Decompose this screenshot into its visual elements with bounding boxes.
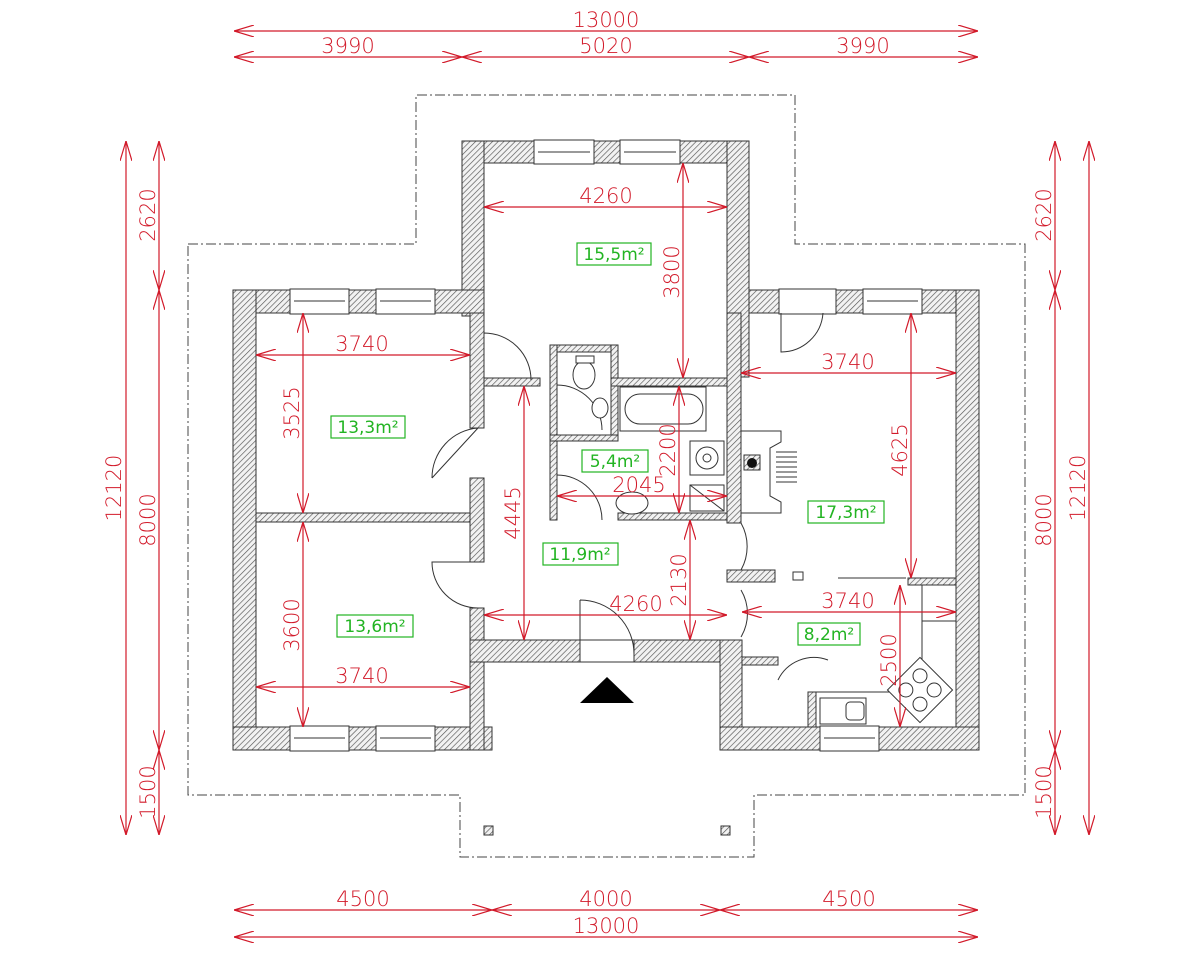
area-living-room: 17,3m²: [815, 503, 876, 523]
doors: [431, 312, 906, 681]
svg-text:4500: 4500: [822, 887, 875, 911]
svg-text:2500: 2500: [877, 633, 901, 686]
svg-text:5020: 5020: [579, 34, 632, 58]
svg-text:3800: 3800: [660, 245, 684, 298]
post-right: [720, 825, 731, 836]
svg-text:1500: 1500: [1032, 765, 1056, 818]
svg-text:2130: 2130: [667, 553, 691, 606]
svg-text:4000: 4000: [579, 887, 632, 911]
svg-text:12120: 12120: [102, 455, 126, 522]
area-kitchen: 8,2m²: [804, 625, 854, 645]
svg-text:8000: 8000: [136, 493, 160, 546]
svg-text:13000: 13000: [573, 914, 640, 938]
svg-text:3740: 3740: [335, 664, 388, 688]
svg-text:4445: 4445: [501, 486, 525, 539]
svg-text:3990: 3990: [836, 34, 889, 58]
svg-text:3740: 3740: [821, 589, 874, 613]
toilet-icon: [572, 360, 596, 390]
svg-text:2620: 2620: [136, 188, 160, 241]
svg-text:4260: 4260: [609, 592, 662, 616]
svg-text:3740: 3740: [821, 350, 874, 374]
area-hall: 11,9m²: [549, 545, 610, 565]
area-north-room: 15,5m²: [583, 245, 644, 265]
svg-text:2045: 2045: [612, 473, 665, 497]
entrance-triangle-icon: [580, 677, 634, 703]
svg-text:8000: 8000: [1032, 493, 1056, 546]
post-left: [483, 825, 494, 836]
svg-text:12120: 12120: [1066, 455, 1090, 522]
svg-text:2200: 2200: [656, 423, 680, 476]
svg-text:4625: 4625: [888, 423, 912, 476]
interior-dimensions: 4260 3800 3740 3525 3740 3600 2045 2200 …: [256, 163, 956, 727]
svg-text:3600: 3600: [280, 598, 304, 651]
area-bedroom-bottom-left: 13,6m²: [344, 617, 405, 637]
roof-outline: [187, 94, 1026, 858]
bathtub-icon: [624, 393, 704, 425]
svg-text:4260: 4260: [579, 184, 632, 208]
svg-text:13000: 13000: [573, 8, 640, 32]
area-labels: 15,5m² 13,3m² 13,6m² 5,4m² 11,9m² 17,3m²…: [330, 242, 885, 646]
svg-text:4500: 4500: [336, 887, 389, 911]
stove-fireplace-icon: [741, 430, 782, 514]
dimensions-top: 13000 3990 5020 3990: [234, 8, 978, 58]
svg-text:2620: 2620: [1032, 188, 1056, 241]
dimensions-right: 2620 8000 1500 12120: [1032, 141, 1090, 835]
dimensions-left: 12120 2620 8000 1500: [102, 141, 160, 835]
svg-text:3740: 3740: [335, 332, 388, 356]
svg-text:1500: 1500: [136, 765, 160, 818]
area-bathroom: 5,4m²: [590, 452, 640, 472]
dimensions-bottom: 4500 4000 4500 13000: [234, 887, 978, 938]
windows: [289, 139, 923, 752]
svg-text:3525: 3525: [280, 386, 304, 439]
svg-text:3990: 3990: [321, 34, 374, 58]
area-bedroom-top-left: 13,3m²: [337, 418, 398, 438]
